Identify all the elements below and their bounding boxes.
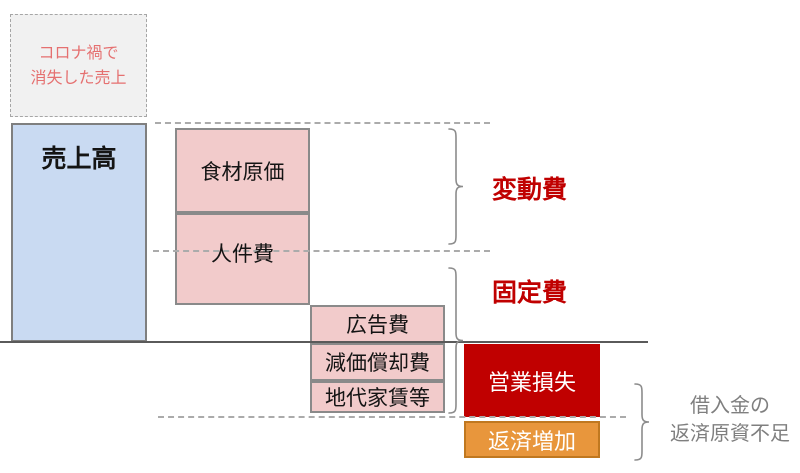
advertising-cost-box: 広告費 <box>310 305 445 343</box>
advertising-cost-label: 広告費 <box>346 314 409 337</box>
baseline-line <box>0 341 648 343</box>
fixed-cost-label: 固定費 <box>492 279 568 307</box>
lost-sales-box: コロナ禍で 消失した売上 <box>10 14 147 117</box>
lost-sales-label: コロナ禍で 消失した売上 <box>30 44 127 87</box>
revenue-label: 売上高 <box>41 145 117 173</box>
repayment-increase-box: 返済増加 <box>464 421 600 458</box>
operating-loss-box: 営業損失 <box>464 344 600 417</box>
food-cost-box: 食材原価 <box>175 128 310 213</box>
loss-bottom-dashed-line <box>158 416 626 418</box>
repayment-shortage-label: 借入金の 返済原資不足 <box>670 395 790 445</box>
variable-cost-label: 変動費 <box>492 176 568 204</box>
operating-loss-label: 営業損失 <box>487 369 576 395</box>
labor-cost-label: 人件費 <box>211 243 274 266</box>
revenue-box: 売上高 <box>11 123 147 342</box>
food-cost-label: 食材原価 <box>200 160 285 184</box>
rent-cost-label: 地代家賃等 <box>325 387 430 410</box>
rent-cost-box: 地代家賃等 <box>310 381 445 413</box>
variable-cost-brace <box>448 128 464 245</box>
repayment-increase-label: 返済増加 <box>487 428 576 454</box>
depreciation-cost-box: 減価償却費 <box>310 343 445 381</box>
depreciation-cost-label: 減価償却費 <box>325 352 430 375</box>
labor-cost-box: 人件費 <box>175 213 310 305</box>
fixed-cost-brace <box>448 267 464 414</box>
revenue-top-dashed-line <box>155 122 490 124</box>
repayment-shortage-brace <box>634 383 650 461</box>
variable-fixed-dashed-line <box>153 250 490 252</box>
